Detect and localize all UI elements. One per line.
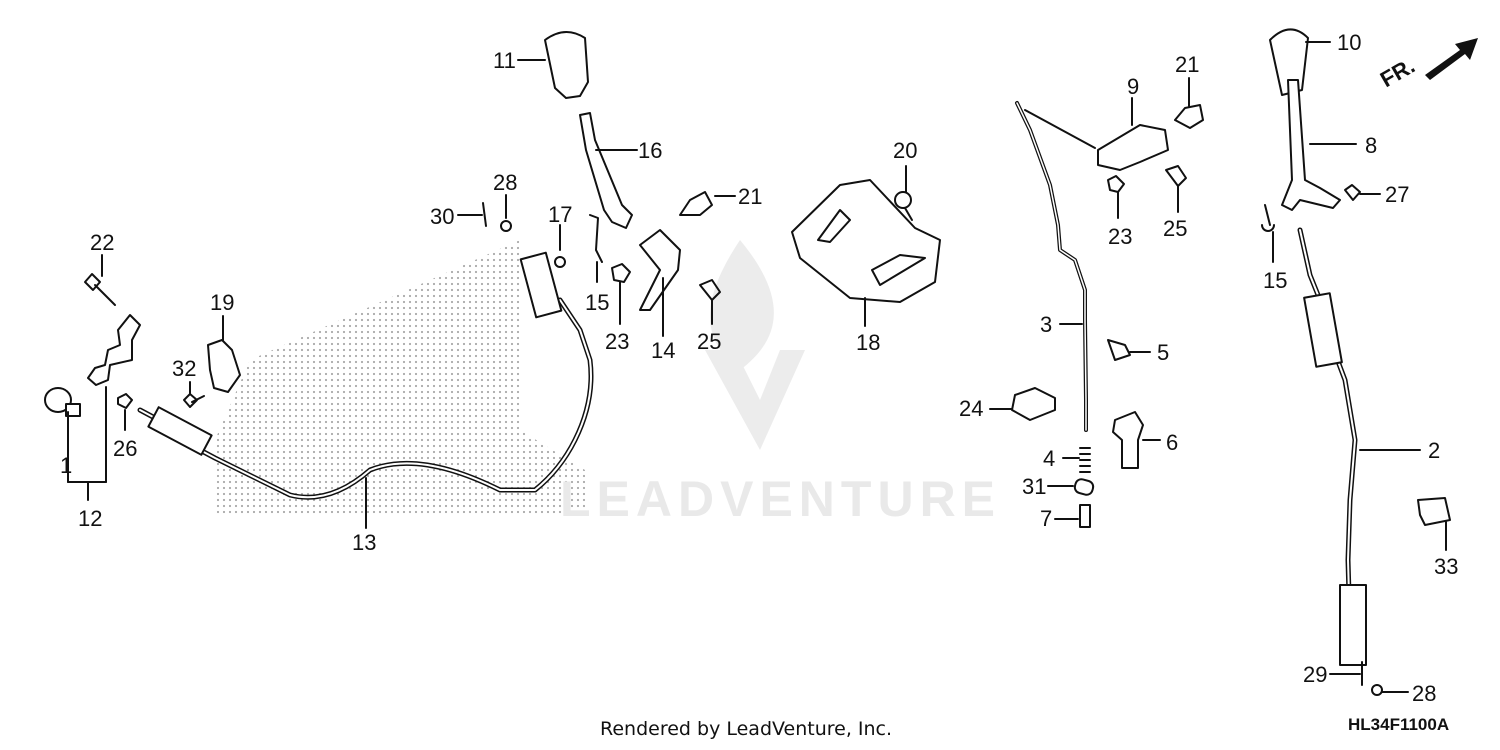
nut-27 [1344, 184, 1361, 201]
holder-24 [1011, 387, 1056, 421]
boot-2-upper [1303, 292, 1343, 368]
callout-23[interactable]: 23 [605, 329, 630, 354]
bolt-21a [679, 191, 713, 216]
boot-13-lower [147, 406, 213, 456]
footer-credit: Rendered by LeadVenture, Inc. [600, 718, 893, 740]
bracket-12 [87, 314, 141, 386]
diagram-code: HL34F1100A [1348, 715, 1450, 734]
callout-15[interactable]: 15 [1263, 268, 1288, 293]
callout-29[interactable]: 29 [1303, 662, 1328, 687]
nut-23a [611, 263, 631, 283]
watermark-text: LEADVENTURE [560, 471, 1002, 527]
joint-part-1 [44, 387, 81, 483]
callout-17[interactable]: 17 [548, 202, 573, 227]
callout-21[interactable]: 21 [1175, 52, 1200, 77]
wing-watermark [215, 240, 585, 515]
boot-2-lower [1339, 584, 1367, 666]
lever-8 [1281, 79, 1341, 211]
bracket-19 [207, 339, 241, 393]
callout-9[interactable]: 9 [1127, 74, 1140, 99]
callout-12[interactable]: 12 [78, 506, 103, 531]
clamp-33 [1417, 497, 1451, 526]
callout-18[interactable]: 18 [856, 330, 881, 355]
callout-8[interactable]: 8 [1365, 133, 1378, 158]
spring-15b [1261, 204, 1275, 232]
callout-28[interactable]: 28 [1412, 681, 1437, 706]
nut-23b [1107, 175, 1125, 193]
callout-25[interactable]: 25 [697, 329, 722, 354]
knob-11 [544, 31, 589, 99]
callout-22[interactable]: 22 [90, 230, 115, 255]
callout-30[interactable]: 30 [430, 204, 455, 229]
callout-23[interactable]: 23 [1108, 224, 1133, 249]
callout-1[interactable]: 1 [60, 453, 73, 478]
cable-3 [1015, 101, 1088, 432]
spring-15a [589, 214, 603, 263]
arm-14 [639, 229, 681, 311]
callout-5[interactable]: 5 [1157, 340, 1170, 365]
spring-17 [554, 224, 566, 268]
callout-10[interactable]: 10 [1337, 30, 1362, 55]
bolt-25b [1165, 165, 1187, 187]
knob-10 [1269, 28, 1309, 96]
spring-4 [1079, 447, 1091, 473]
lever-16 [579, 112, 633, 229]
boot-13-upper [519, 251, 563, 319]
bracket-9 [1097, 124, 1169, 171]
callout-15[interactable]: 15 [585, 290, 610, 315]
callout-14[interactable]: 14 [651, 338, 676, 363]
callout-20[interactable]: 20 [893, 138, 918, 163]
plate-18 [791, 179, 941, 303]
callout-6[interactable]: 6 [1166, 430, 1179, 455]
callout-24[interactable]: 24 [959, 396, 984, 421]
callout-27[interactable]: 27 [1385, 182, 1410, 207]
washer-28b [1371, 684, 1383, 696]
collar-31 [1073, 478, 1095, 496]
callout-4[interactable]: 4 [1043, 446, 1056, 471]
nut-26 [117, 393, 133, 409]
callout-16[interactable]: 16 [638, 138, 663, 163]
bolt-22 [84, 273, 116, 306]
callout-28[interactable]: 28 [493, 170, 518, 195]
callout-19[interactable]: 19 [210, 290, 235, 315]
callout-13[interactable]: 13 [352, 530, 377, 555]
flame-watermark [705, 240, 805, 450]
bolt-25a [699, 279, 721, 301]
callout-33[interactable]: 33 [1434, 554, 1459, 579]
pin-30 [482, 202, 487, 227]
callout-25[interactable]: 25 [1163, 216, 1188, 241]
pin-7 [1079, 504, 1091, 528]
callout-31[interactable]: 31 [1022, 474, 1047, 499]
clip-5 [1107, 339, 1131, 361]
front-direction-arrow-icon [1425, 38, 1478, 80]
callout-7[interactable]: 7 [1040, 506, 1053, 531]
bolt-32 [183, 393, 205, 408]
bolt-21b [1174, 104, 1204, 129]
callout-26[interactable]: 26 [113, 436, 138, 461]
callout-32[interactable]: 32 [172, 356, 197, 381]
washer-28 [500, 220, 512, 232]
callout-3[interactable]: 3 [1040, 312, 1053, 337]
callout-2[interactable]: 2 [1428, 438, 1441, 463]
callout-21[interactable]: 21 [738, 184, 763, 209]
callout-11[interactable]: 11 [493, 48, 516, 73]
grommet-6 [1112, 411, 1144, 469]
screw-20 [894, 191, 913, 221]
